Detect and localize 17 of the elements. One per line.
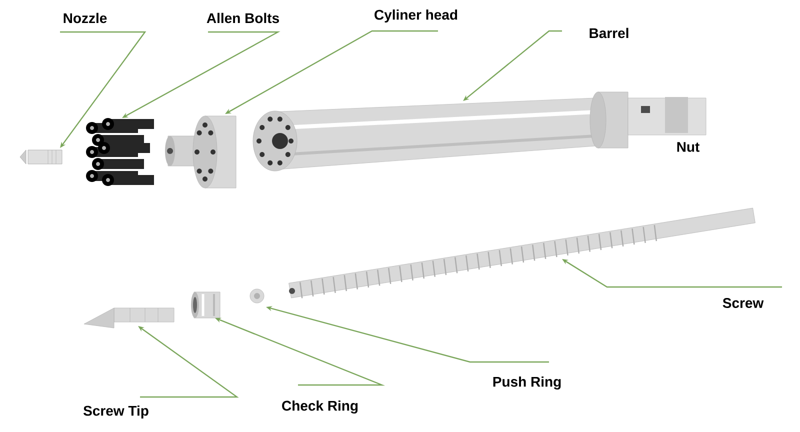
part-label: Nozzle [64,12,107,24]
part-drawing [84,308,174,328]
part-drawing [20,150,62,164]
part-drawing [250,288,264,304]
part-drawing [288,208,756,298]
part-drawing [252,92,706,172]
part-drawing [165,116,236,188]
part-label: Screw [722,298,764,308]
part-drawing [191,292,220,318]
part-label: Allen Bolts [206,12,279,24]
part-drawing [86,118,154,186]
part-label: Check Ring [282,400,358,414]
part-label: Nut [677,142,700,152]
part-label: Cyliner head [374,9,458,23]
part-label: Barrel [590,28,628,38]
part-label: Push Ring [493,376,561,390]
part-label: Screw Tip [83,405,148,419]
